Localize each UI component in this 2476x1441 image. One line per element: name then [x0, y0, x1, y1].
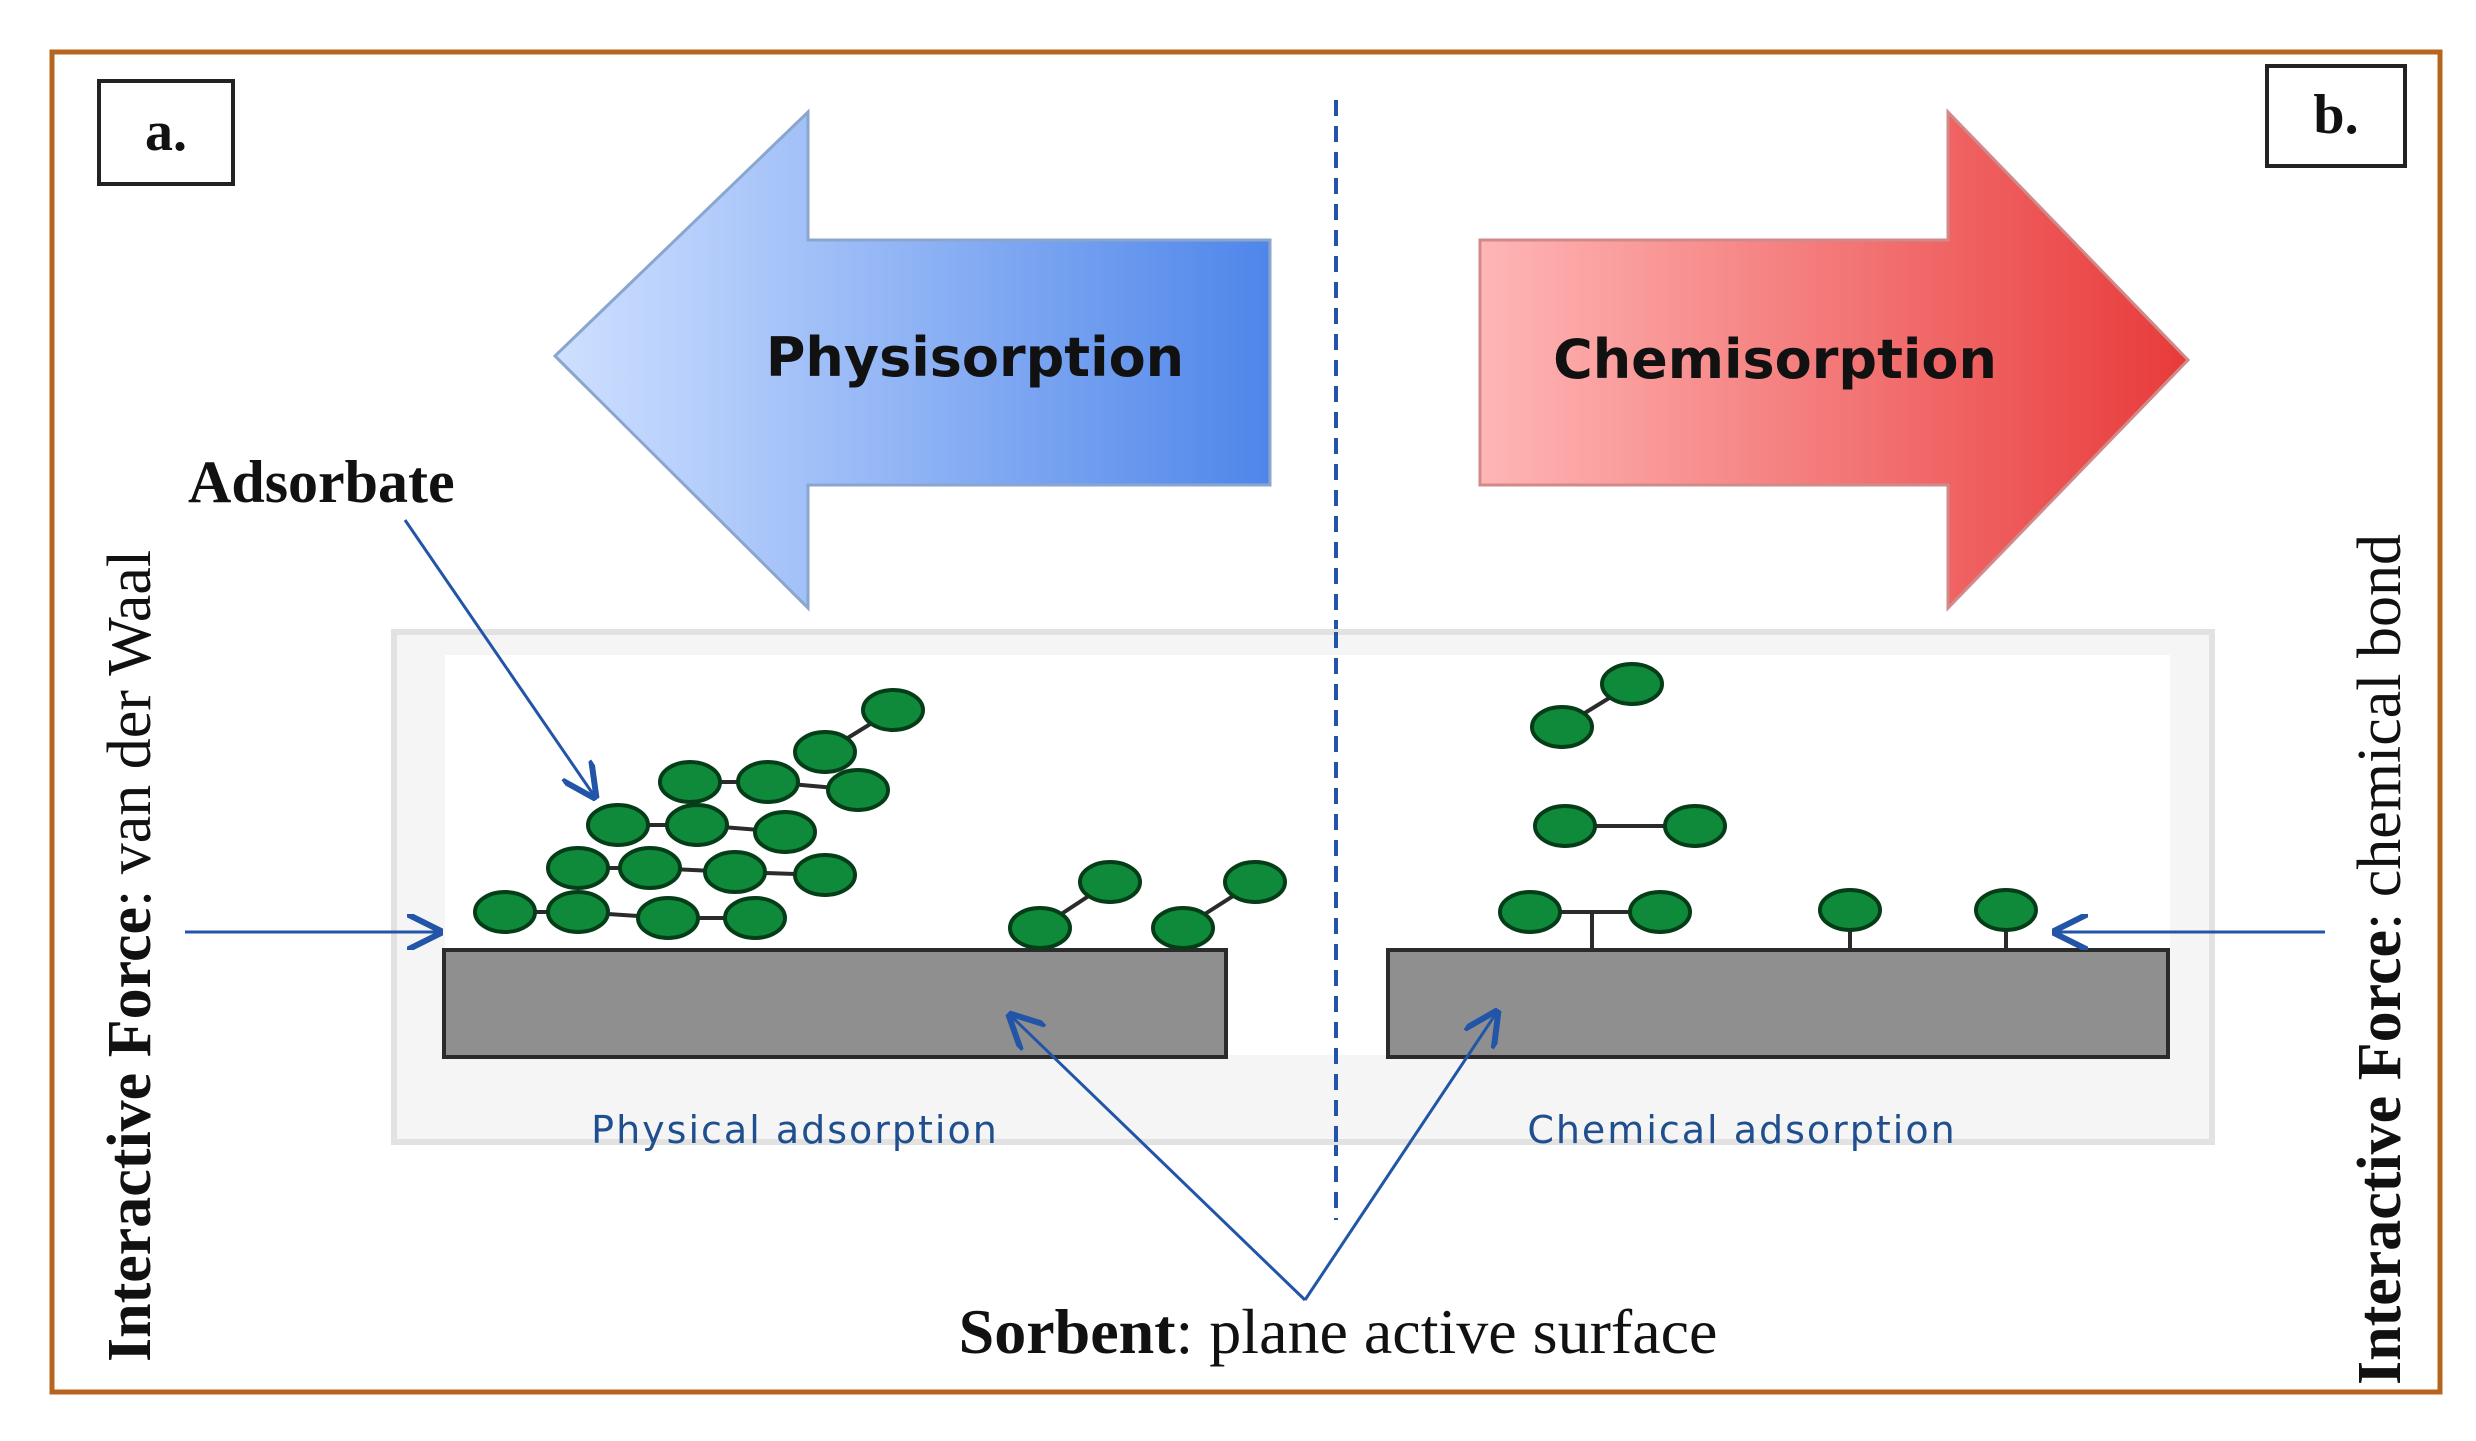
interactive-force-right: Interactive Force: chemical bond	[2346, 534, 2414, 1385]
physical-adsorption-caption: Physical adsorption	[591, 1108, 999, 1152]
adsorbate-label: Adsorbate	[188, 449, 455, 515]
sorbent-label: Sorbent: plane active surface	[959, 1296, 1718, 1367]
chemisorption-arrow-label: Chemisorption	[1553, 328, 1997, 391]
physisorption-arrow	[552, 108, 1272, 612]
panel-label-b: b.	[2265, 64, 2407, 168]
interactive-force-left: Interactive Force: van der Waal	[96, 550, 164, 1362]
sorbent-label-bold: Sorbent	[959, 1296, 1177, 1367]
sorbent-pointer-left	[1010, 1015, 1307, 1302]
physisorption-arrow-label: Physisorption	[766, 326, 1184, 389]
physical-sorbent-surface	[442, 948, 1228, 1059]
adsorbate-pointer	[403, 519, 595, 797]
physical-adsorbate-molecules	[473, 688, 1287, 950]
sorbent-label-rest: : plane active surface	[1176, 1296, 1718, 1367]
chemical-adsorption-caption: Chemical adsorption	[1527, 1108, 1956, 1152]
interactive-force-left-bold: Interactive Force	[96, 907, 164, 1362]
chemisorption-arrow	[1478, 108, 2191, 612]
interactive-force-right-bold: Interactive Force	[2346, 930, 2414, 1385]
panel-label-b-text: b.	[2313, 84, 2358, 146]
interactive-force-left-rest: : van der Waal	[96, 550, 164, 907]
chemical-sorbent-surface	[1386, 948, 2170, 1059]
interactive-force-right-rest: : chemical bond	[2346, 534, 2414, 930]
sorbent-pointer-right	[1303, 1012, 1497, 1301]
panel-label-a-text: a.	[145, 101, 187, 163]
chemical-adsorbate-molecules	[1498, 662, 2038, 950]
panel-label-a: a.	[97, 79, 235, 186]
